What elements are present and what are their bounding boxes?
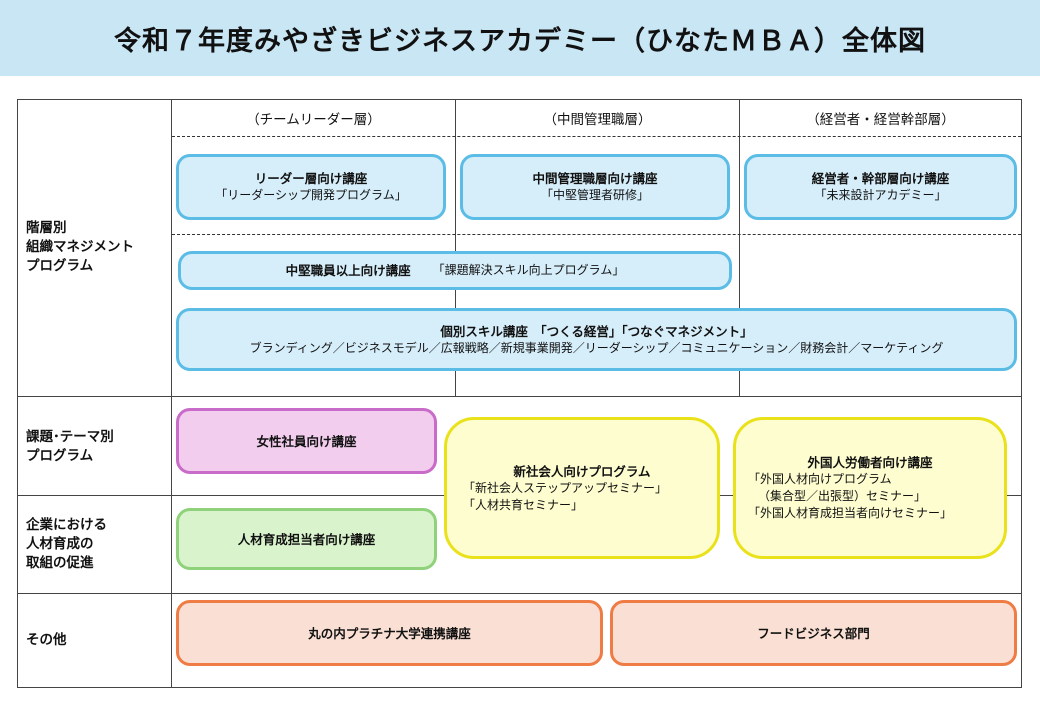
- executive-course-subtitle: 「未来設計アカデミー」: [814, 188, 947, 202]
- frame-left: [17, 99, 18, 688]
- frame-right: [1021, 99, 1022, 688]
- individual-skill-course-box[interactable]: 個別スキル講座 「つくる経営」「つなぐマネジメント」 ブランディング／ビジネスモ…: [176, 308, 1017, 371]
- leader-course-title: リーダー層向け講座: [254, 171, 368, 186]
- executive-course-box[interactable]: 経営者・幹部層向け講座 「未来設計アカデミー」: [744, 154, 1017, 220]
- leader-course-subtitle: 「リーダーシップ開発プログラム」: [215, 188, 407, 202]
- women-employee-course-title: 女性社員向け講座: [256, 433, 357, 449]
- label-column-divider: [171, 99, 172, 688]
- hr-staff-course-title: 人材育成担当者向け講座: [237, 531, 376, 547]
- row-divider-3: [17, 593, 1022, 594]
- foreign-worker-course-box[interactable]: 外国人労働者向け講座 「外国人材向けプログラム （集合型／出張型）セミナー」 「…: [733, 417, 1007, 559]
- mid-staff-course-title: 中堅職員以上向け講座: [285, 263, 411, 278]
- row-label-theme: 課題･テーマ別 プログラム: [26, 429, 114, 464]
- women-employee-course-box[interactable]: 女性社員向け講座: [176, 408, 437, 474]
- title-bar: 令和７年度みやざきビジネスアカデミー（ひなたＭＢＡ）全体図: [0, 0, 1040, 76]
- column-divider-2: [739, 99, 740, 396]
- marunouchi-platinum-course-box[interactable]: 丸の内プラチナ大学連携講座: [176, 600, 603, 666]
- dashed-divider-2: [172, 234, 1021, 235]
- frame-bottom: [17, 687, 1022, 688]
- new-employee-program-line-1: 「新社会人ステップアップセミナー」: [463, 480, 668, 495]
- column-header-team-leader: （チームリーダー層）: [246, 112, 381, 128]
- dashed-divider-1: [172, 136, 1021, 137]
- row-divider-1: [17, 396, 1022, 397]
- middle-management-course-subtitle: 「中堅管理者研修」: [540, 188, 649, 202]
- individual-skill-course-topics: ブランディング／ビジネスモデル／広報戦略／新規事業開発／リーダーシップ／コミュニ…: [249, 340, 944, 355]
- column-header-executive: （経営者・経営幹部層）: [806, 112, 955, 128]
- new-employee-program-line-2: 「人材共育セミナー」: [463, 497, 584, 512]
- new-employee-program-box[interactable]: 新社会人向けプログラム 「新社会人ステップアップセミナー」 「人材共育セミナー」: [444, 417, 720, 559]
- page-title: 令和７年度みやざきビジネスアカデミー（ひなたＭＢＡ）全体図: [114, 25, 926, 57]
- leader-course-box[interactable]: リーダー層向け講座 「リーダーシップ開発プログラム」: [176, 154, 446, 220]
- foreign-worker-course-line-3: 「外国人材育成担当者向けセミナー」: [748, 506, 953, 520]
- executive-course-title: 経営者・幹部層向け講座: [811, 171, 950, 186]
- mid-staff-course-subtitle: 「課題解決スキル向上プログラム」: [432, 263, 625, 277]
- new-employee-program-title: 新社会人向けプログラム: [513, 463, 651, 479]
- foreign-worker-course-line-2: （集合型／出張型）セミナー」: [758, 489, 927, 503]
- row-label-hr-development: 企業における 人材育成の 取組の促進: [26, 517, 107, 571]
- individual-skill-course-title: 個別スキル講座 「つくる経営」「つなぐマネジメント」: [440, 323, 753, 339]
- middle-management-course-title: 中間管理職層向け講座: [532, 171, 658, 186]
- hr-staff-course-box[interactable]: 人材育成担当者向け講座: [176, 508, 437, 570]
- food-business-division-title: フードビジネス部門: [757, 625, 870, 641]
- food-business-division-box[interactable]: フードビジネス部門: [610, 600, 1017, 666]
- mid-staff-course-box[interactable]: 中堅職員以上向け講座 「課題解決スキル向上プログラム」: [178, 251, 732, 290]
- foreign-worker-course-title: 外国人労働者向け講座: [807, 455, 933, 470]
- marunouchi-platinum-course-title: 丸の内プラチナ大学連携講座: [308, 625, 471, 641]
- frame-top: [17, 99, 1022, 100]
- row-label-hierarchy: 階層別 組織マネジメント プログラム: [26, 220, 134, 274]
- middle-management-course-box[interactable]: 中間管理職層向け講座 「中堅管理者研修」: [460, 154, 730, 220]
- foreign-worker-course-line-1: 「外国人材向けプログラム: [748, 472, 892, 486]
- row-label-other: その他: [26, 632, 67, 648]
- column-header-middle-management: （中間管理職層）: [543, 112, 652, 128]
- column-divider-1: [455, 99, 456, 396]
